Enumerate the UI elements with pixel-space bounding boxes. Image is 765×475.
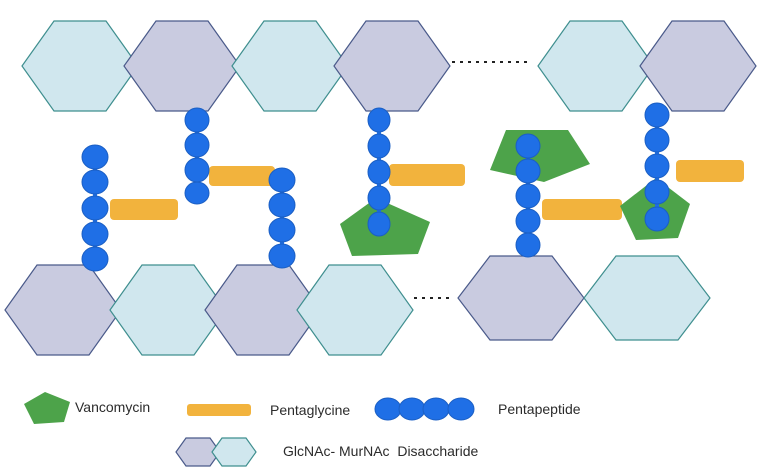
amino-acid-bead xyxy=(367,133,391,159)
amino-acid-bead xyxy=(81,144,109,170)
glcnac-hexagon xyxy=(21,20,139,112)
murnac-hexagon xyxy=(639,20,757,112)
bottom-glycan-strand xyxy=(4,255,711,356)
murnac-hexagon xyxy=(123,20,241,112)
amino-acid-bead xyxy=(644,179,670,205)
legend-item-pentapeptide: Pentapeptide xyxy=(374,397,581,421)
amino-acid-bead xyxy=(422,397,450,421)
amino-acid-bead xyxy=(374,397,402,421)
glcnac-hexagon xyxy=(296,264,414,356)
amino-acid-bead xyxy=(515,208,541,234)
pentaglycine-bridge xyxy=(389,164,465,186)
pentapeptide-stem xyxy=(81,144,109,272)
pentapeptide-stem xyxy=(367,107,391,237)
pentapeptide-stem xyxy=(268,167,296,269)
amino-acid-bead xyxy=(184,157,210,183)
amino-acid-bead xyxy=(367,211,391,237)
pentaglycine-bridge xyxy=(110,199,178,220)
vancomycin-molecule xyxy=(490,130,590,182)
legend-item-vancomycin: Vancomycin xyxy=(24,392,150,424)
pentapeptide-stem xyxy=(184,107,210,205)
legend-label-disaccharide: GlcNAc- MurNAc Disaccharide xyxy=(283,443,478,459)
glcnac-hexagon xyxy=(231,20,349,112)
amino-acid-bead xyxy=(81,246,109,272)
murnac-hexagon xyxy=(457,255,585,341)
amino-acid-bead xyxy=(184,181,210,205)
amino-acid-bead xyxy=(644,206,670,232)
amino-acid-bead xyxy=(515,133,541,159)
pentaglycine-bridge xyxy=(542,199,622,220)
amino-acid-bead xyxy=(268,217,296,243)
pentapeptide-stem xyxy=(644,102,670,232)
amino-acid-bead xyxy=(644,153,670,179)
amino-acid-bead xyxy=(515,183,541,209)
amino-acid-bead xyxy=(184,132,210,158)
amino-acid-bead xyxy=(644,102,670,128)
murnac-hexagon xyxy=(333,20,451,112)
glcnac-hexagon xyxy=(211,437,257,467)
rounded-bar-icon xyxy=(187,404,251,416)
bead-chain-icon xyxy=(374,397,475,421)
amino-acid-bead xyxy=(515,158,541,184)
legend-item-disaccharide: GlcNAc- MurNAc Disaccharide xyxy=(175,437,478,467)
glcnac-hexagon xyxy=(583,255,711,341)
pentaglycine-bridge xyxy=(209,166,275,186)
pentaglycine-bridges xyxy=(110,160,744,220)
amino-acid-bead xyxy=(268,167,296,193)
amino-acid-bead xyxy=(81,221,109,247)
glcnac-hexagon xyxy=(537,20,655,112)
amino-acid-bead xyxy=(367,107,391,133)
amino-acid-bead xyxy=(447,397,475,421)
amino-acid-bead xyxy=(81,169,109,195)
pentapeptide-stems xyxy=(81,102,670,272)
amino-acid-bead xyxy=(81,195,109,221)
amino-acid-bead xyxy=(184,107,210,133)
amino-acid-bead xyxy=(398,397,426,421)
vancomycin-molecules xyxy=(340,130,690,256)
pentaglycine-bridge xyxy=(676,160,744,182)
pentagon-icon xyxy=(24,392,70,424)
legend-label-pentaglycine: Pentaglycine xyxy=(270,402,350,418)
murnac-hexagon xyxy=(4,264,122,356)
legend-label-pentapeptide: Pentapeptide xyxy=(498,401,581,417)
pentapeptide-stem xyxy=(515,133,541,258)
legend: Vancomycin Pentaglycine Pentapeptide Glc… xyxy=(24,392,581,467)
amino-acid-bead xyxy=(367,185,391,211)
amino-acid-bead xyxy=(268,243,296,269)
top-glycan-strand xyxy=(21,20,757,112)
hexagon-pair-icon xyxy=(175,437,257,467)
legend-item-pentaglycine: Pentaglycine xyxy=(187,402,350,418)
legend-label-vancomycin: Vancomycin xyxy=(75,399,150,415)
amino-acid-bead xyxy=(268,192,296,218)
amino-acid-bead xyxy=(515,232,541,258)
amino-acid-bead xyxy=(367,159,391,185)
amino-acid-bead xyxy=(644,127,670,153)
